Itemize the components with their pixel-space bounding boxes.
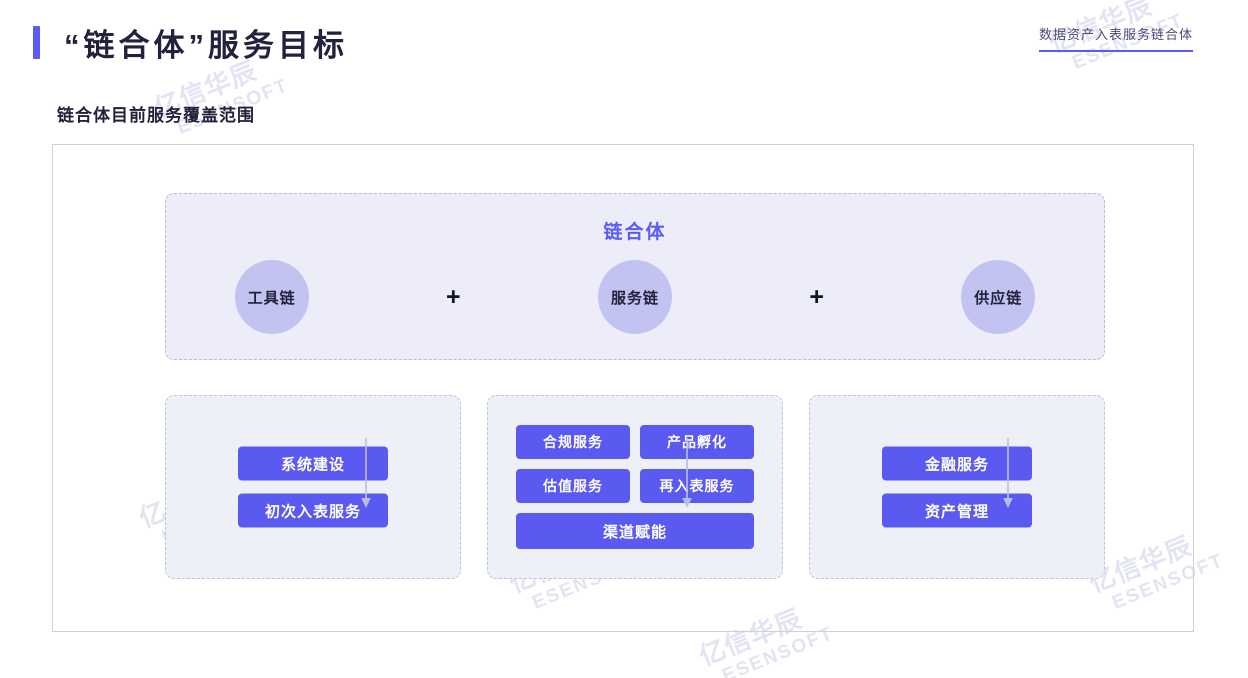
chain-node-supply[interactable]: 供应链 (961, 260, 1036, 334)
service-group-service-chain: 合规服务 产品孵化 估值服务 再入表服务 渠道赋能 (487, 395, 783, 579)
title-accent-bar (33, 26, 40, 59)
arrow-down-icon (1003, 438, 1013, 508)
service-button-asset-management[interactable]: 资产管理 (882, 493, 1032, 528)
arrow-down-icon (361, 438, 371, 508)
service-button-valuation[interactable]: 估值服务 (516, 469, 630, 503)
plus-operator-icon: + (446, 282, 461, 311)
page-header: “链合体”服务目标 数据资产入表服务链合体 (0, 0, 1248, 78)
section-subtitle: 链合体目前服务覆盖范围 (57, 106, 255, 125)
service-button-stack: 系统建设 初次入表服务 (166, 446, 460, 528)
header-tag-label: 数据资产入表服务链合体 (1038, 27, 1193, 42)
service-button-system-construction[interactable]: 系统建设 (238, 446, 388, 481)
service-button-re-listing[interactable]: 再入表服务 (640, 469, 754, 503)
diagram-card: 链合体 工具链 + 服务链 + 供应链 系统建设 初次入表服务 合规服务 产 (52, 144, 1194, 632)
service-button-compliance[interactable]: 合规服务 (516, 425, 630, 459)
chain-node-tool[interactable]: 工具链 (234, 260, 309, 334)
header-tag: 数据资产入表服务链合体 (1038, 24, 1193, 52)
service-button-channel-empowerment[interactable]: 渠道赋能 (516, 513, 754, 549)
arrow-down-icon (682, 438, 692, 508)
plus-operator-icon: + (809, 282, 824, 311)
service-button-stack: 金融服务 资产管理 (810, 446, 1104, 528)
service-group-supply-chain: 金融服务 资产管理 (809, 395, 1105, 579)
service-button-product-incubation[interactable]: 产品孵化 (640, 425, 754, 459)
chain-container: 链合体 工具链 + 服务链 + 供应链 (165, 193, 1105, 360)
chain-container-title: 链合体 (603, 222, 667, 243)
service-group-tool-chain: 系统建设 初次入表服务 (165, 395, 461, 579)
service-button-financial-service[interactable]: 金融服务 (882, 446, 1032, 481)
service-button-row: 估值服务 再入表服务 (516, 469, 754, 503)
page-title: “链合体”服务目标 (64, 28, 348, 63)
chain-node-service[interactable]: 服务链 (597, 260, 672, 334)
service-button-grid: 合规服务 产品孵化 估值服务 再入表服务 渠道赋能 (488, 425, 782, 549)
chain-node-row: 工具链 + 服务链 + 供应链 (166, 257, 1104, 337)
service-button-row: 合规服务 产品孵化 (516, 425, 754, 459)
header-tag-underline (1038, 50, 1193, 52)
title-wrap: “链合体”服务目标 (33, 20, 348, 65)
